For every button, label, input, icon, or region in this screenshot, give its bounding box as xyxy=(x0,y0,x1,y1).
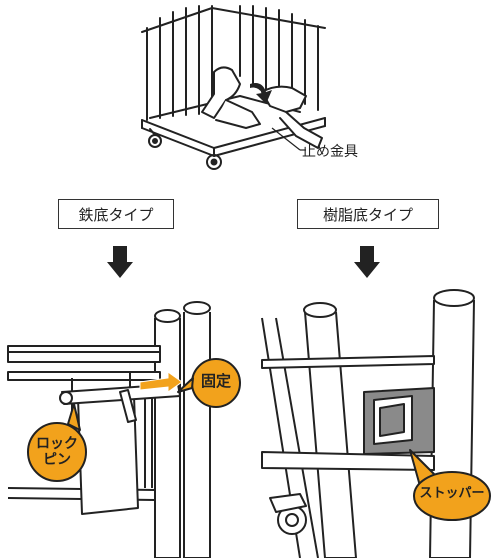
resin-bottom-type-title: 樹脂底タイプ xyxy=(297,199,439,229)
left-down-arrow-icon xyxy=(107,246,133,278)
stopper-callout-label: ストッパー xyxy=(419,486,485,501)
lock-pin-callout-label-line1: ロック xyxy=(36,436,78,452)
right-down-arrow-icon xyxy=(354,246,380,278)
fixed-callout-label: 固定 xyxy=(200,372,231,390)
iron-bottom-type-title: 鉄底タイプ xyxy=(58,199,174,229)
stopper-hardware-label: 止め金具 xyxy=(302,144,358,160)
lock-pin-callout-label-line2: ピン xyxy=(43,452,71,468)
